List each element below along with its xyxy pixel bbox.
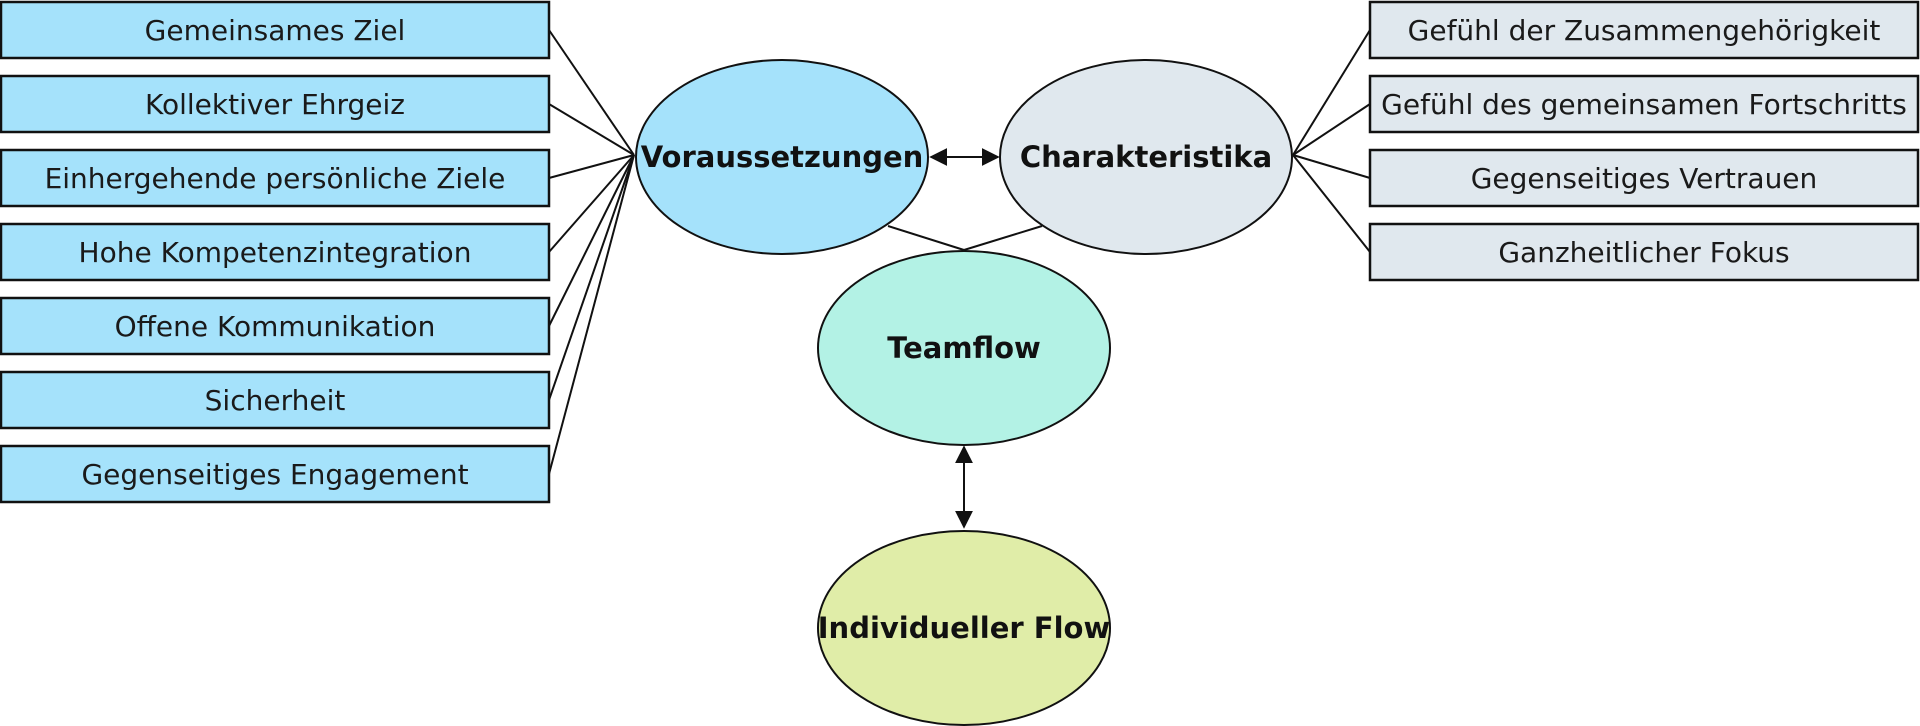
prerequisite-item: Gemeinsames Ziel: [0, 0, 551, 60]
characteristic-box: [1368, 0, 1920, 60]
prerequisite-label: Offene Kommunikation: [115, 310, 436, 343]
characteristic-item: Gefühl der Zusammengehörigkeit: [1368, 0, 1920, 60]
characteristic-item: Ganzheitlicher Fokus: [1368, 222, 1920, 282]
prerequisite-box: [0, 444, 551, 504]
individual-flow-node: Individueller Flow: [817, 530, 1111, 726]
characteristic-connector: [1292, 154, 1371, 253]
teamflow-ellipse: [817, 250, 1111, 446]
prerequisite-box: [0, 74, 551, 134]
individual-flow-ellipse: [817, 530, 1111, 726]
prerequisites-ellipse: [635, 59, 929, 255]
characteristic-label: Ganzheitlicher Fokus: [1498, 236, 1789, 269]
prerequisite-box: [0, 0, 551, 60]
prerequisite-label: Gegenseitiges Engagement: [81, 458, 468, 491]
prerequisite-connector: [548, 154, 635, 475]
prerequisite-connector: [548, 154, 635, 179]
prerequisites-node: Voraussetzungen: [635, 59, 929, 255]
prerequisite-connector: [548, 154, 635, 327]
prerequisite-label: Gemeinsames Ziel: [145, 14, 406, 47]
prerequisite-item: Einhergehende persönliche Ziele: [0, 148, 551, 208]
characteristics-teamflow-connector: [963, 225, 1043, 251]
prerequisite-box: [0, 148, 551, 208]
characteristic-item: Gefühl des gemeinsamen Fortschritts: [1368, 74, 1920, 134]
prerequisite-item: Sicherheit: [0, 370, 551, 430]
prerequisites-label: Voraussetzungen: [641, 140, 924, 174]
characteristic-box: [1368, 74, 1920, 134]
prerequisite-box: [0, 296, 551, 356]
prerequisite-item: Kollektiver Ehrgeiz: [0, 74, 551, 134]
prerequisite-item: Offene Kommunikation: [0, 296, 551, 356]
characteristics-label: Charakteristika: [1020, 140, 1272, 174]
prerequisite-label: Kollektiver Ehrgeiz: [145, 88, 405, 121]
prerequisite-item: Gegenseitiges Engagement: [0, 444, 551, 504]
prerequisite-label: Hohe Kompetenzintegration: [79, 236, 472, 269]
prerequisite-connector: [548, 154, 635, 253]
prerequisite-label: Sicherheit: [205, 384, 346, 417]
individual-flow-label: Individueller Flow: [818, 611, 1110, 645]
characteristic-box: [1368, 148, 1920, 208]
prerequisite-connector: [548, 103, 635, 156]
connector-lines: [548, 29, 1371, 475]
prerequisite-connector: [548, 29, 635, 156]
characteristic-box: [1368, 222, 1920, 282]
prerequisite-box: [0, 370, 551, 430]
characteristic-connector: [1292, 103, 1371, 156]
prerequisites-teamflow-connector: [887, 225, 965, 251]
teamflow-label: Teamflow: [887, 331, 1041, 365]
characteristics-ellipse: [999, 59, 1293, 255]
prerequisite-box: [0, 222, 551, 282]
characteristics-node: Charakteristika: [999, 59, 1293, 255]
prerequisite-item: Hohe Kompetenzintegration: [0, 222, 551, 282]
characteristic-item: Gegenseitiges Vertrauen: [1368, 148, 1920, 208]
characteristic-label: Gefühl der Zusammengehörigkeit: [1408, 14, 1881, 47]
teamflow-node: Teamflow: [817, 250, 1111, 446]
prerequisite-connector: [548, 154, 635, 401]
characteristic-connector: [1292, 29, 1371, 156]
characteristic-connector: [1292, 154, 1371, 179]
characteristic-label: Gegenseitiges Vertrauen: [1471, 162, 1818, 195]
prerequisite-label: Einhergehende persönliche Ziele: [45, 162, 506, 195]
characteristic-label: Gefühl des gemeinsamen Fortschritts: [1381, 88, 1907, 121]
